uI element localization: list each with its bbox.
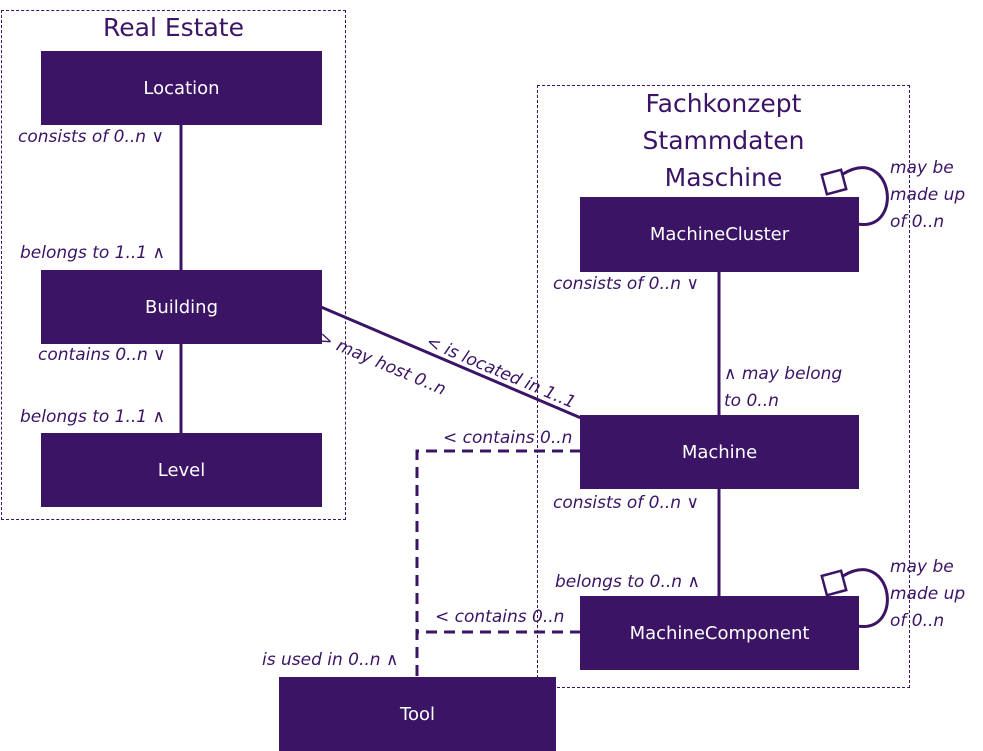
location-entity: Location — [41, 51, 322, 125]
real-estate-group — [1, 10, 346, 520]
cluster-self-loop — [842, 166, 889, 226]
cluster-self-aggregation-label: may be made up of 0..n — [890, 158, 966, 232]
machine-tool-dashed-link — [415, 449, 581, 677]
tool-entity: Tool — [279, 677, 556, 751]
component-contains-tool-label: < contains 0..n — [435, 607, 565, 627]
machine-entity: Machine — [580, 415, 859, 489]
fachkonzept-group-title: Fachkonzept Stammdaten Maschine — [642, 89, 805, 192]
component-self-aggregation-label: may be made up of 0..n — [890, 557, 966, 631]
component-self-loop — [842, 568, 889, 628]
fachkonzept-group — [537, 85, 910, 688]
location-consists-of-label: consists of 0..n ∨ — [18, 127, 164, 147]
building-belongs-to-label: belongs to 1..1 ∧ — [20, 243, 165, 263]
component-aggregation-diamond — [820, 569, 848, 597]
cluster-consists-of-label: consists of 0..n ∨ — [553, 274, 699, 294]
component-belongs-to-label: belongs to 0..n ∧ — [555, 572, 700, 592]
level-belongs-to-label: belongs to 1..1 ∧ — [20, 407, 165, 427]
building-entity: Building — [41, 270, 322, 344]
machine-component-entity: MachineComponent — [580, 596, 859, 670]
building-contains-label: contains 0..n ∨ — [38, 345, 166, 365]
tool-is-used-in-label: is used in 0..n ∧ — [262, 650, 399, 670]
machine-contains-tool-label: < contains 0..n — [443, 428, 573, 448]
machine-may-belong-label: ∧ may belong to 0..n — [724, 364, 843, 411]
real-estate-group-title: Real Estate — [103, 13, 244, 42]
machine-cluster-entity: MachineCluster — [580, 197, 859, 272]
level-entity: Level — [41, 433, 322, 507]
machine-consists-of-label: consists of 0..n ∨ — [553, 493, 699, 513]
cluster-aggregation-diamond — [820, 168, 848, 196]
